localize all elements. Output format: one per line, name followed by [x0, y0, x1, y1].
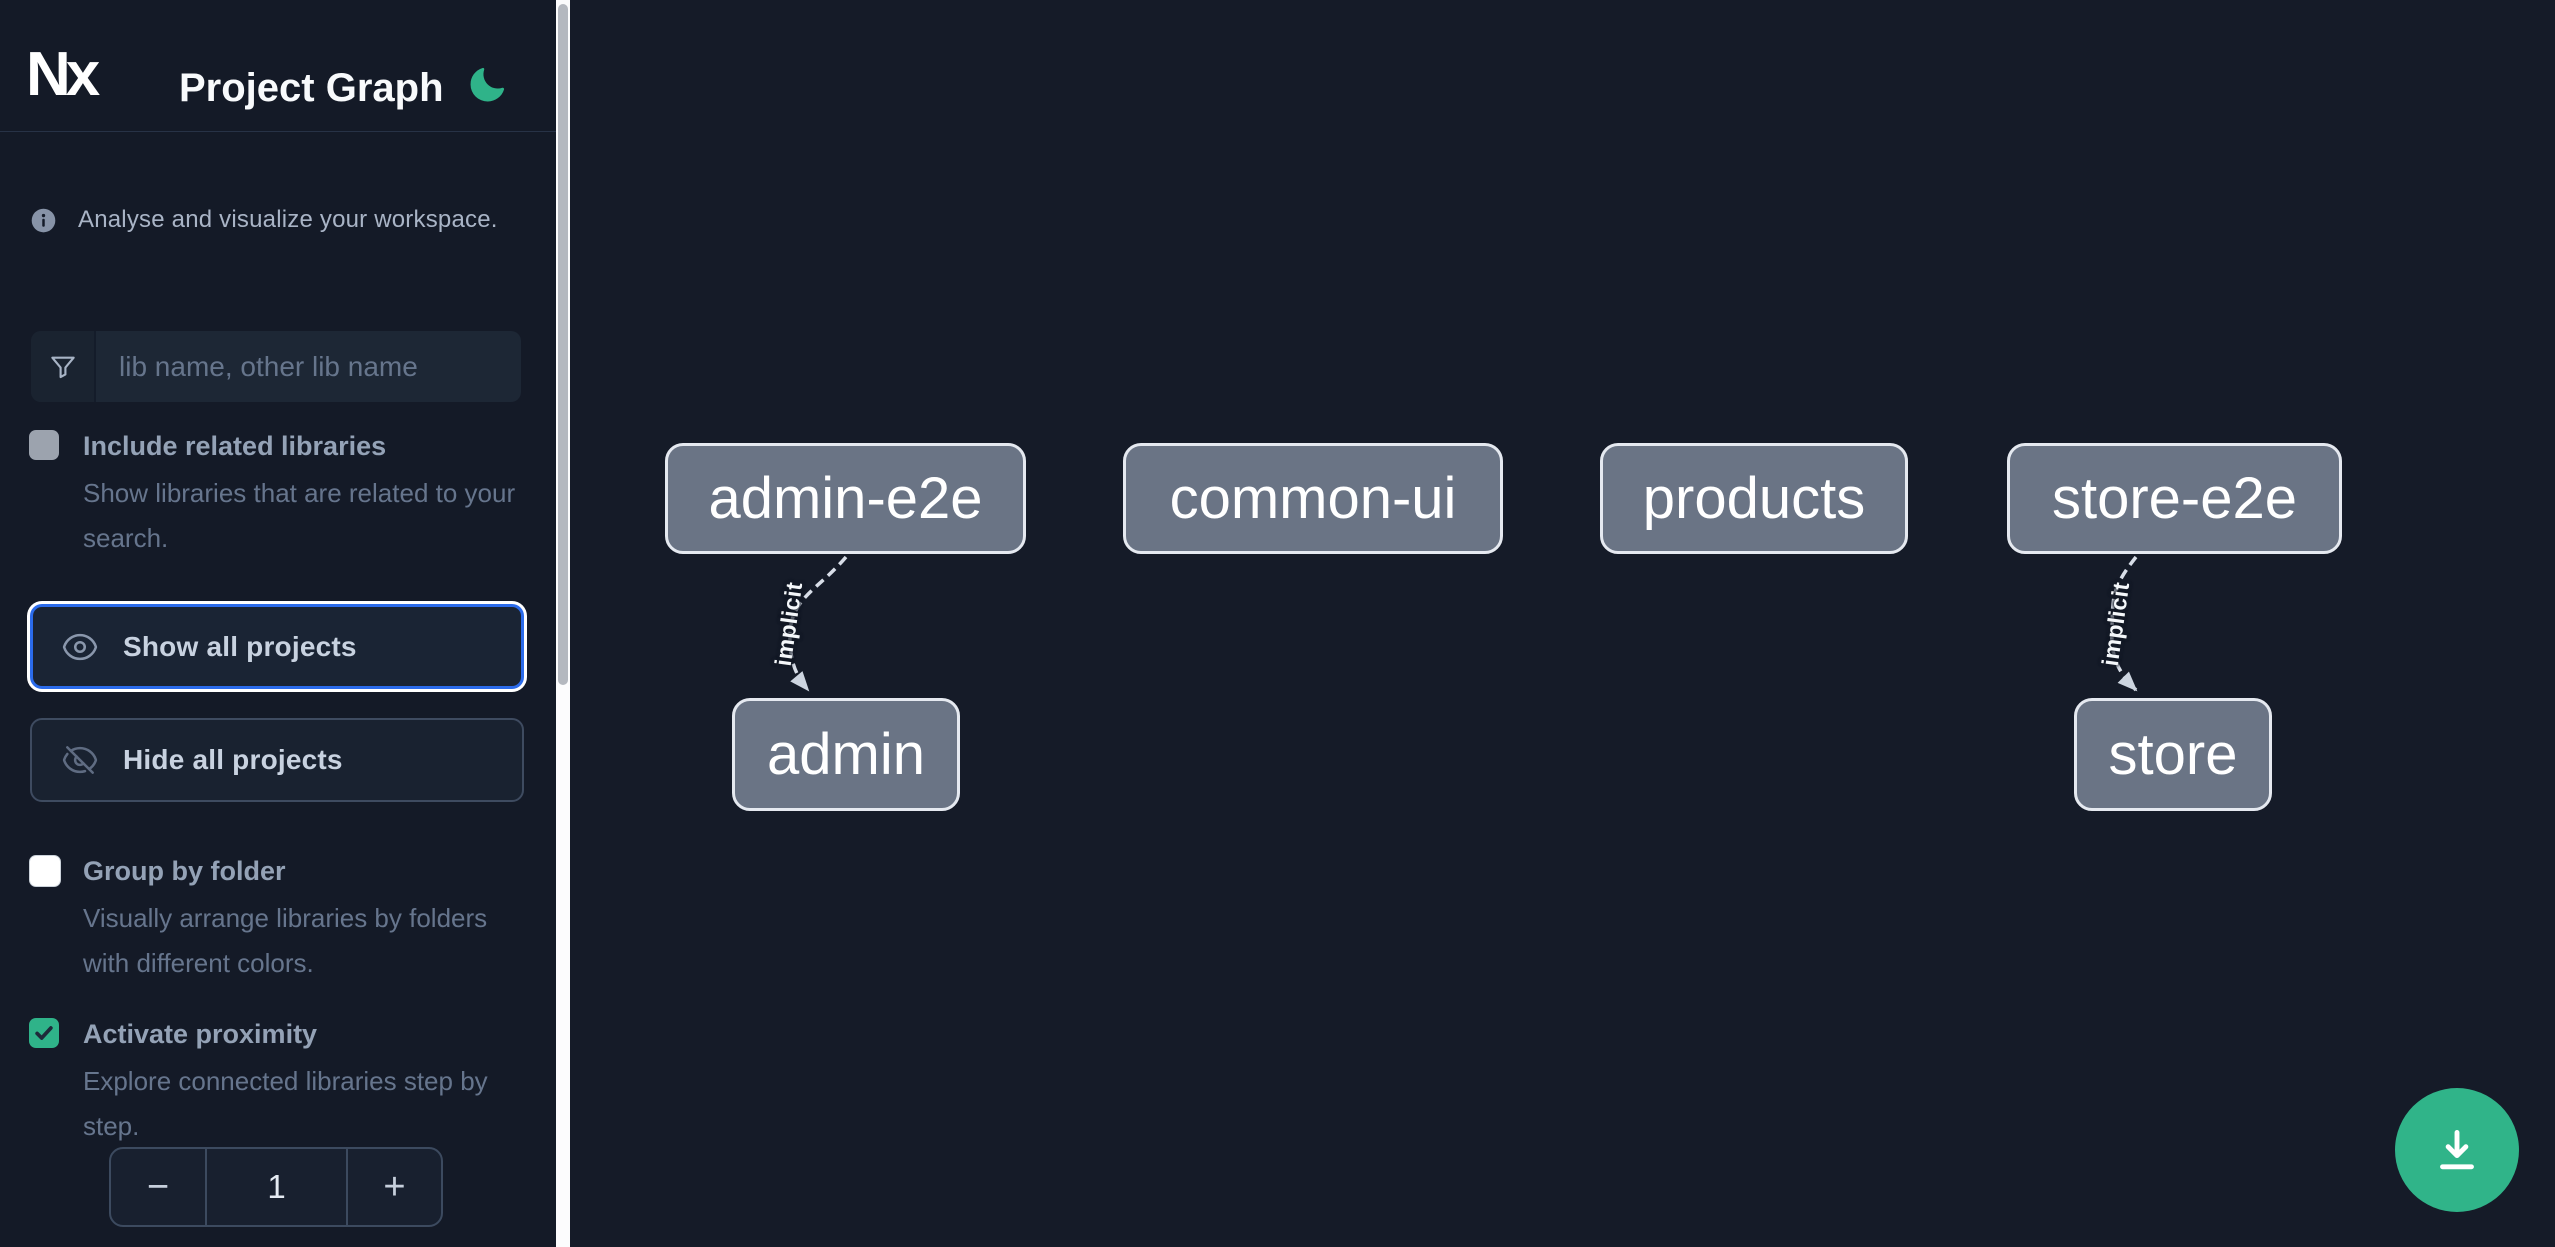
info-icon — [30, 207, 57, 234]
edge-store-e2e-to-store[interactable] — [2110, 555, 2138, 692]
moon-icon[interactable] — [466, 64, 508, 106]
include-related-checkbox[interactable] — [29, 430, 59, 460]
eye-slash-icon — [61, 741, 99, 779]
group-by-folder-block: Group by folder Visually arrange librari… — [0, 855, 556, 986]
sidebar: Nx Project Graph Analyse and visualize y… — [0, 0, 556, 1247]
group-by-folder-label: Group by folder — [83, 856, 286, 886]
hide-all-projects-label: Hide all projects — [123, 744, 343, 775]
activate-proximity-checkbox[interactable] — [29, 1018, 59, 1048]
decrement-button[interactable]: − — [146, 1165, 170, 1208]
degree-value: 1 — [205, 1149, 346, 1225]
search-box — [31, 331, 521, 402]
checkmark-icon — [35, 1026, 53, 1040]
download-icon — [2429, 1122, 2485, 1178]
activate-proximity-block: Activate proximity Explore connected lib… — [0, 1018, 556, 1149]
group-by-folder-checkbox[interactable] — [29, 855, 61, 887]
page-title: Project Graph — [179, 66, 444, 110]
sidebar-scrollbar-track[interactable] — [556, 0, 570, 1247]
show-all-projects-label: Show all projects — [123, 630, 357, 662]
filter-funnel-icon — [31, 331, 96, 402]
proximity-degree-stepper: − 1 + — [109, 1147, 443, 1227]
project-node-admin-e2e[interactable]: admin-e2e — [665, 443, 1026, 554]
tagline-row: Analyse and visualize your workspace. — [30, 206, 498, 234]
sidebar-scrollbar-thumb[interactable] — [558, 4, 568, 685]
increment-button[interactable]: + — [346, 1149, 441, 1225]
eye-icon — [61, 628, 99, 666]
include-related-block: Include related libraries Show libraries… — [0, 430, 556, 561]
activate-proximity-description: Explore connected libraries step by step… — [83, 1066, 488, 1141]
project-node-store[interactable]: store — [2074, 698, 2272, 811]
project-node-store-e2e[interactable]: store-e2e — [2007, 443, 2342, 554]
activate-proximity-label: Activate proximity — [83, 1019, 318, 1049]
project-node-common-ui[interactable]: common-ui — [1123, 443, 1503, 554]
include-related-label: Include related libraries — [83, 431, 387, 461]
include-related-description: Show libraries that are related to your … — [83, 478, 516, 553]
tagline-text: Analyse and visualize your workspace. — [78, 206, 498, 233]
show-all-projects-button[interactable]: Show all projects — [30, 604, 524, 689]
project-node-products[interactable]: products — [1600, 443, 1908, 554]
sidebar-header: Nx Project Graph — [0, 0, 556, 132]
search-input[interactable] — [96, 331, 521, 402]
hide-all-projects-button[interactable]: Hide all projects — [30, 718, 524, 802]
export-image-button[interactable] — [2395, 1088, 2519, 1212]
graph-canvas[interactable]: implicit implicit admin-e2e common-ui pr… — [570, 0, 2555, 1247]
project-node-admin[interactable]: admin — [732, 698, 960, 811]
group-by-folder-description: Visually arrange libraries by folders wi… — [83, 903, 488, 978]
nx-logo[interactable]: Nx — [26, 40, 100, 109]
